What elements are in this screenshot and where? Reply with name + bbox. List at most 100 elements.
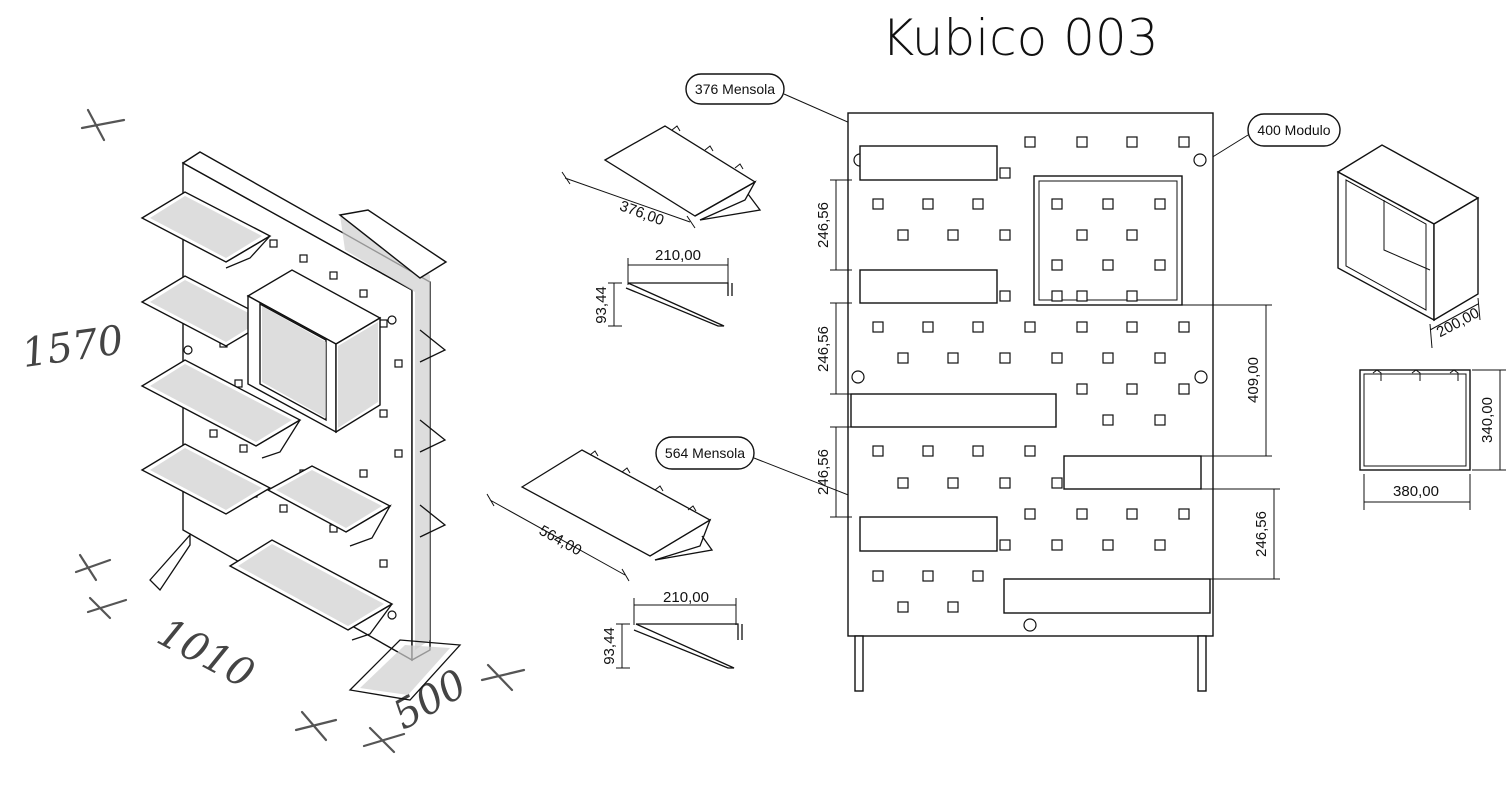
peg-hole [1126,136,1138,148]
peg-hole [1051,539,1063,551]
peg-hole [897,477,909,489]
module-peg-hole [1126,290,1138,302]
peg-hole [947,477,959,489]
peg-hole [1024,136,1036,148]
sketch-holes [209,239,403,568]
front-module-outer [1033,175,1183,306]
shelf-376-length: 376,00 [617,198,666,230]
shelf-564-depth: 210,00 [663,589,709,606]
peg-hole [872,445,884,457]
peg-hole [1076,508,1088,520]
front-shelf-564-b [1003,578,1211,614]
peg-hole [897,352,909,364]
peg-hole [922,198,934,210]
callout-400-modulo: 400 Modulo [1181,113,1341,177]
peg-hole [1154,539,1166,551]
peg-hole [1102,414,1114,426]
sketch-shelves [140,191,447,641]
peg-hole [972,321,984,333]
sketch-height-label: 1570 [19,317,126,377]
sketch-module [246,269,382,434]
peg-hole [1102,539,1114,551]
peg-hole [1178,383,1190,395]
module-isometric: 200,00 [1336,144,1482,349]
module-peg-hole [1126,229,1138,241]
peg-hole [999,477,1011,489]
dim-spacing-low: 246,56 [815,449,832,495]
peg-hole [1178,321,1190,333]
module-width: 380,00 [1393,483,1439,500]
front-shelf-376-a [859,145,998,181]
module-peg-hole [1102,198,1114,210]
peg-hole [947,352,959,364]
front-module-inner [1038,180,1178,301]
peg-hole [999,290,1011,302]
shelf-376-side: 210,00 93,44 [593,247,733,327]
module-peg-hole [1051,290,1063,302]
peg-hole [897,601,909,613]
peg-hole [972,445,984,457]
front-view: 246,56 246,56 246,56 409,00 246,56 [815,112,1280,692]
front-view-holes [872,136,1190,613]
peg-hole [922,321,934,333]
peg-hole [1024,508,1036,520]
peg-hole [1076,383,1088,395]
peg-hole [1126,508,1138,520]
isometric-sketch: 1570 1010 500 [19,108,526,754]
peg-hole [1178,136,1190,148]
module-peg-hole [1051,198,1063,210]
module-peg-hole [1076,229,1088,241]
module-front: 340,00 380,00 [1359,369,1506,510]
peg-hole [922,570,934,582]
shelf-376-height: 93,44 [593,286,610,324]
module-peg-hole [1102,259,1114,271]
peg-hole [972,198,984,210]
peg-hole [1154,352,1166,364]
peg-hole [999,229,1011,241]
peg-hole [999,167,1011,179]
module-peg-hole [1154,259,1166,271]
peg-hole [947,229,959,241]
peg-hole [1051,477,1063,489]
peg-hole [1126,383,1138,395]
peg-hole [872,321,884,333]
front-shelf-376-c [1063,455,1202,490]
module-height: 340,00 [1479,397,1496,443]
peg-hole [1024,445,1036,457]
drawing-title: Kubico 003 [881,9,1158,67]
peg-hole [1154,414,1166,426]
front-shelf-564-a [850,393,1057,428]
module-peg-hole [1076,290,1088,302]
callout-376-mensola: 376 Mensola [685,73,901,146]
shelf-564-side: 210,00 93,44 [601,589,743,669]
peg-hole [1051,352,1063,364]
svg-text:376 Mensola: 376 Mensola [695,81,775,97]
module-peg-hole [1051,259,1063,271]
peg-hole [999,352,1011,364]
module-peg-hole [1154,198,1166,210]
svg-text:564 Mensola: 564 Mensola [665,445,745,461]
dim-spacing-right: 246,56 [1253,511,1270,557]
shelf-564-length: 564,00 [536,522,584,559]
dim-spacing-mid: 246,56 [815,326,832,372]
peg-hole [872,570,884,582]
peg-hole [897,229,909,241]
dim-module-height: 409,00 [1245,357,1262,403]
peg-hole [972,570,984,582]
sketch-cross-marks [74,108,526,754]
peg-hole [922,445,934,457]
peg-hole [872,198,884,210]
shelf-564-height: 93,44 [601,627,618,665]
peg-hole [947,601,959,613]
front-shelf-376-b [859,269,998,304]
peg-hole [999,539,1011,551]
peg-hole [1102,352,1114,364]
front-shelf-376-d [859,516,998,552]
peg-hole [1178,508,1190,520]
dim-spacing-top: 246,56 [815,202,832,248]
peg-hole [1126,321,1138,333]
peg-hole [1076,136,1088,148]
shelf-376-isometric: 376,00 [561,125,762,230]
peg-hole [1024,321,1036,333]
